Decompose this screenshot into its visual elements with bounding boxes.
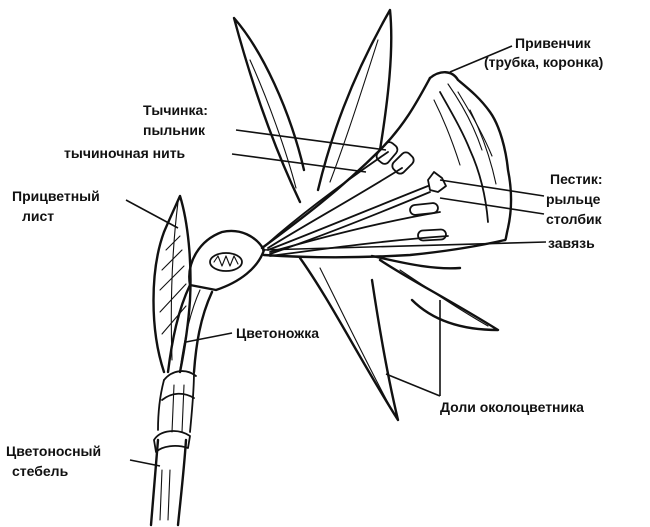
label-stamen-line3: тычиночная нить	[64, 145, 186, 161]
bract-drawing	[154, 196, 191, 372]
label-pistil-line1: Пестик:	[550, 171, 603, 187]
label-pistil-line4: завязь	[548, 235, 595, 251]
label-stamen-line1: Тычинка:	[143, 102, 208, 118]
label-pedicel: Цветоножка	[236, 325, 319, 341]
label-pistil-line2: рыльце	[546, 191, 601, 207]
lower-tepals-drawing	[300, 256, 498, 420]
upper-tepals-drawing	[234, 10, 391, 202]
label-bract-line1: Прицветный	[12, 188, 100, 204]
flower-stem-drawing	[151, 371, 196, 525]
stamens-drawing	[266, 140, 448, 256]
label-bract-line2: лист	[22, 208, 54, 224]
label-perianth-line2: (трубка, коронка)	[484, 54, 603, 70]
ovary-drawing	[189, 231, 264, 290]
label-perianth-line1: Привенчик	[515, 35, 592, 51]
label-pistil-line3: столбик	[546, 211, 603, 227]
label-stamen-line2: пыльник	[143, 122, 206, 138]
label-stem-line1: Цветоносный	[6, 443, 101, 459]
label-tepals: Доли околоцветника	[440, 399, 584, 415]
label-stem-line2: стебель	[12, 463, 69, 479]
